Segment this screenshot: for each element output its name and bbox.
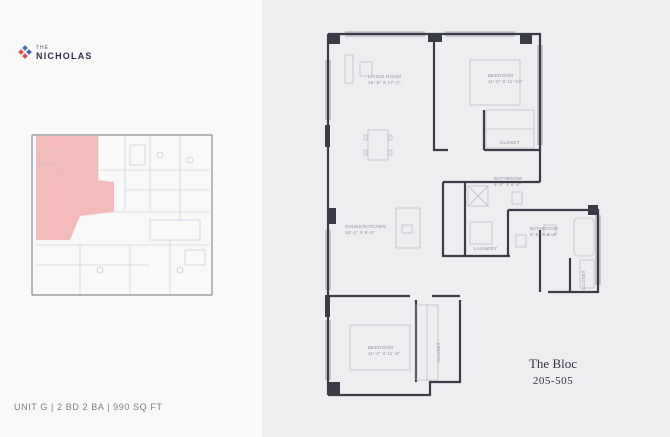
left-panel: THE NICHOLAS	[0, 0, 262, 437]
room-dims-living: 16'-6" X 17'-2"	[368, 80, 401, 85]
room-label-dining-kitchen: DINING/KITCHEN	[345, 224, 386, 229]
room-dims-bedroom-1: 11'-0" X 11'-10"	[488, 79, 523, 84]
exterior-wall-east	[540, 208, 600, 294]
sofa	[344, 54, 354, 84]
plan-units: 205-505	[532, 375, 574, 387]
exterior-wall-north	[328, 32, 542, 150]
bathtub	[573, 217, 595, 257]
dining-table	[367, 129, 389, 161]
highlighted-unit	[36, 136, 114, 240]
room-label-closet-3: CLOSET	[436, 342, 441, 362]
room-label-bathroom-2: BATHROOM	[530, 226, 558, 231]
diamond-logo-icon	[18, 45, 32, 59]
brand-logo: THE NICHOLAS	[18, 44, 93, 61]
brand-the: THE	[36, 45, 49, 51]
brand-name: NICHOLAS	[36, 51, 93, 61]
room-dims-bathroom-2: 5'-0" X 8'-4"	[530, 232, 557, 237]
unit-floor-plan: LIVING ROOM 16'-6" X 17'-2" BEDROOM 11'-…	[325, 31, 601, 397]
exterior-wall-south	[328, 300, 462, 397]
plan-name: The Bloc	[528, 356, 577, 371]
room-label-closet-1: CLOSET	[500, 140, 520, 145]
room-label-bathroom-1: BATHROOM	[494, 176, 522, 181]
plan-title: The Bloc 205-505	[518, 356, 588, 387]
room-label-closet-2: CLOSET	[581, 270, 586, 290]
room-dims-bathroom-1: 5'-3" X 8'-6"	[494, 182, 521, 187]
brand-wordmark: THE NICHOLAS	[36, 44, 93, 61]
room-dims-bedroom-2: 11'-4" X 11'-6"	[368, 351, 400, 356]
room-label-bedroom-2: BEDROOM	[368, 345, 393, 350]
column	[328, 34, 340, 44]
bed-2	[349, 324, 411, 371]
unit-caption: UNIT G | 2 BD 2 BA | 990 SQ FT	[14, 402, 163, 412]
room-label-bedroom-1: BEDROOM	[488, 73, 513, 78]
room-label-living: LIVING ROOM	[368, 74, 401, 79]
kitchen-island	[395, 207, 421, 249]
room-label-laundry: LAUNDRY	[474, 246, 498, 251]
bed	[469, 59, 521, 106]
laundry-unit	[469, 221, 493, 245]
room-dims-dining-kitchen: 16'-1" X 9'-2"	[345, 230, 375, 235]
building-key-plan	[31, 134, 213, 296]
